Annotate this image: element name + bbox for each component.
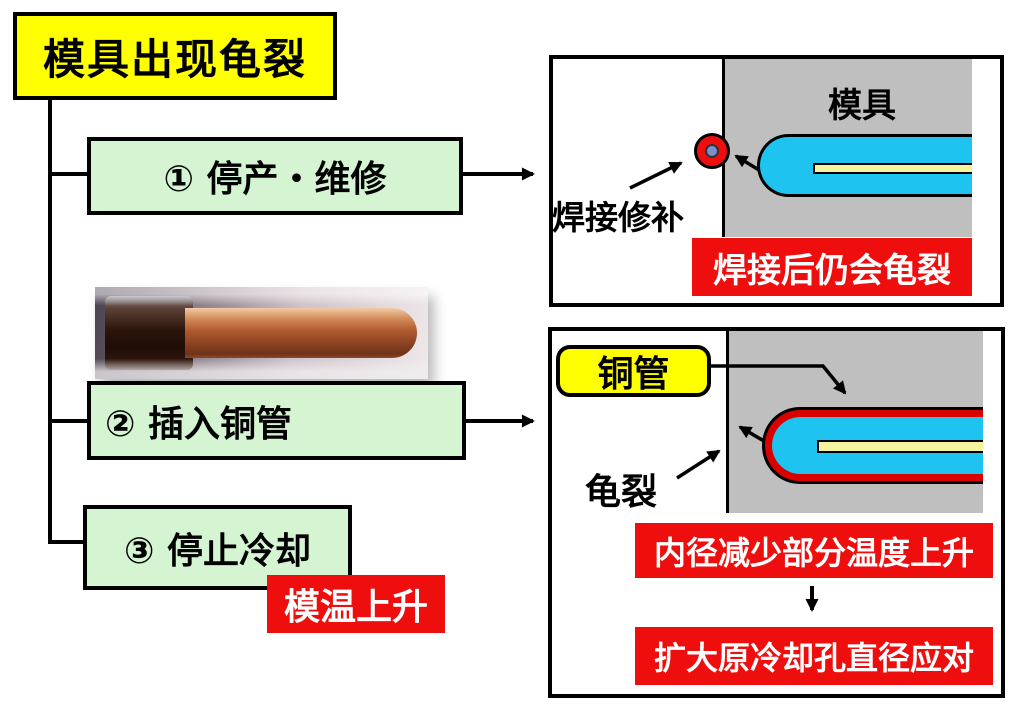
title-text: 模具出现龟裂 [42,34,307,84]
channel-core-top [813,163,972,174]
weld-spot-core [705,144,719,158]
step-1-box: ① 停产・维修 [87,137,463,215]
step-2-box: ② 插入铜管 [87,381,466,460]
mold-label: 模具 [828,86,896,126]
step-2-label: ② 插入铜管 [105,403,293,445]
title-box: 模具出现龟裂 [13,12,337,100]
warning-enlarge-hole: 扩大原冷却孔直径应对 [635,627,993,685]
copper-tube-tag-text: 铜管 [597,354,670,395]
step-3-label: ③ 停止冷却 [123,530,311,572]
channel-core-bottom [817,440,983,453]
weld-repair-label: 焊接修补 [552,198,684,237]
crack-label: 龟裂 [585,472,658,513]
warning-enlarge-hole-text: 扩大原冷却孔直径应对 [653,639,974,677]
photo-frame [95,287,428,379]
copper-tube-photo [95,287,428,379]
weld-warning-text: 焊接后仍会龟裂 [713,250,951,291]
copper-tube-tag: 铜管 [556,345,711,397]
step-1-label: ① 停产・维修 [163,159,387,200]
mold-temp-rise-badge: 模温上升 [267,575,445,633]
mold-surface-line-bottom [726,331,729,513]
warning-inner-diameter: 内径减少部分温度上升 [635,523,993,578]
warning-inner-diameter-text: 内径减少部分温度上升 [653,533,974,572]
mold-temp-rise-text: 模温上升 [283,587,428,628]
weld-warning-badge: 焊接后仍会龟裂 [692,238,972,296]
